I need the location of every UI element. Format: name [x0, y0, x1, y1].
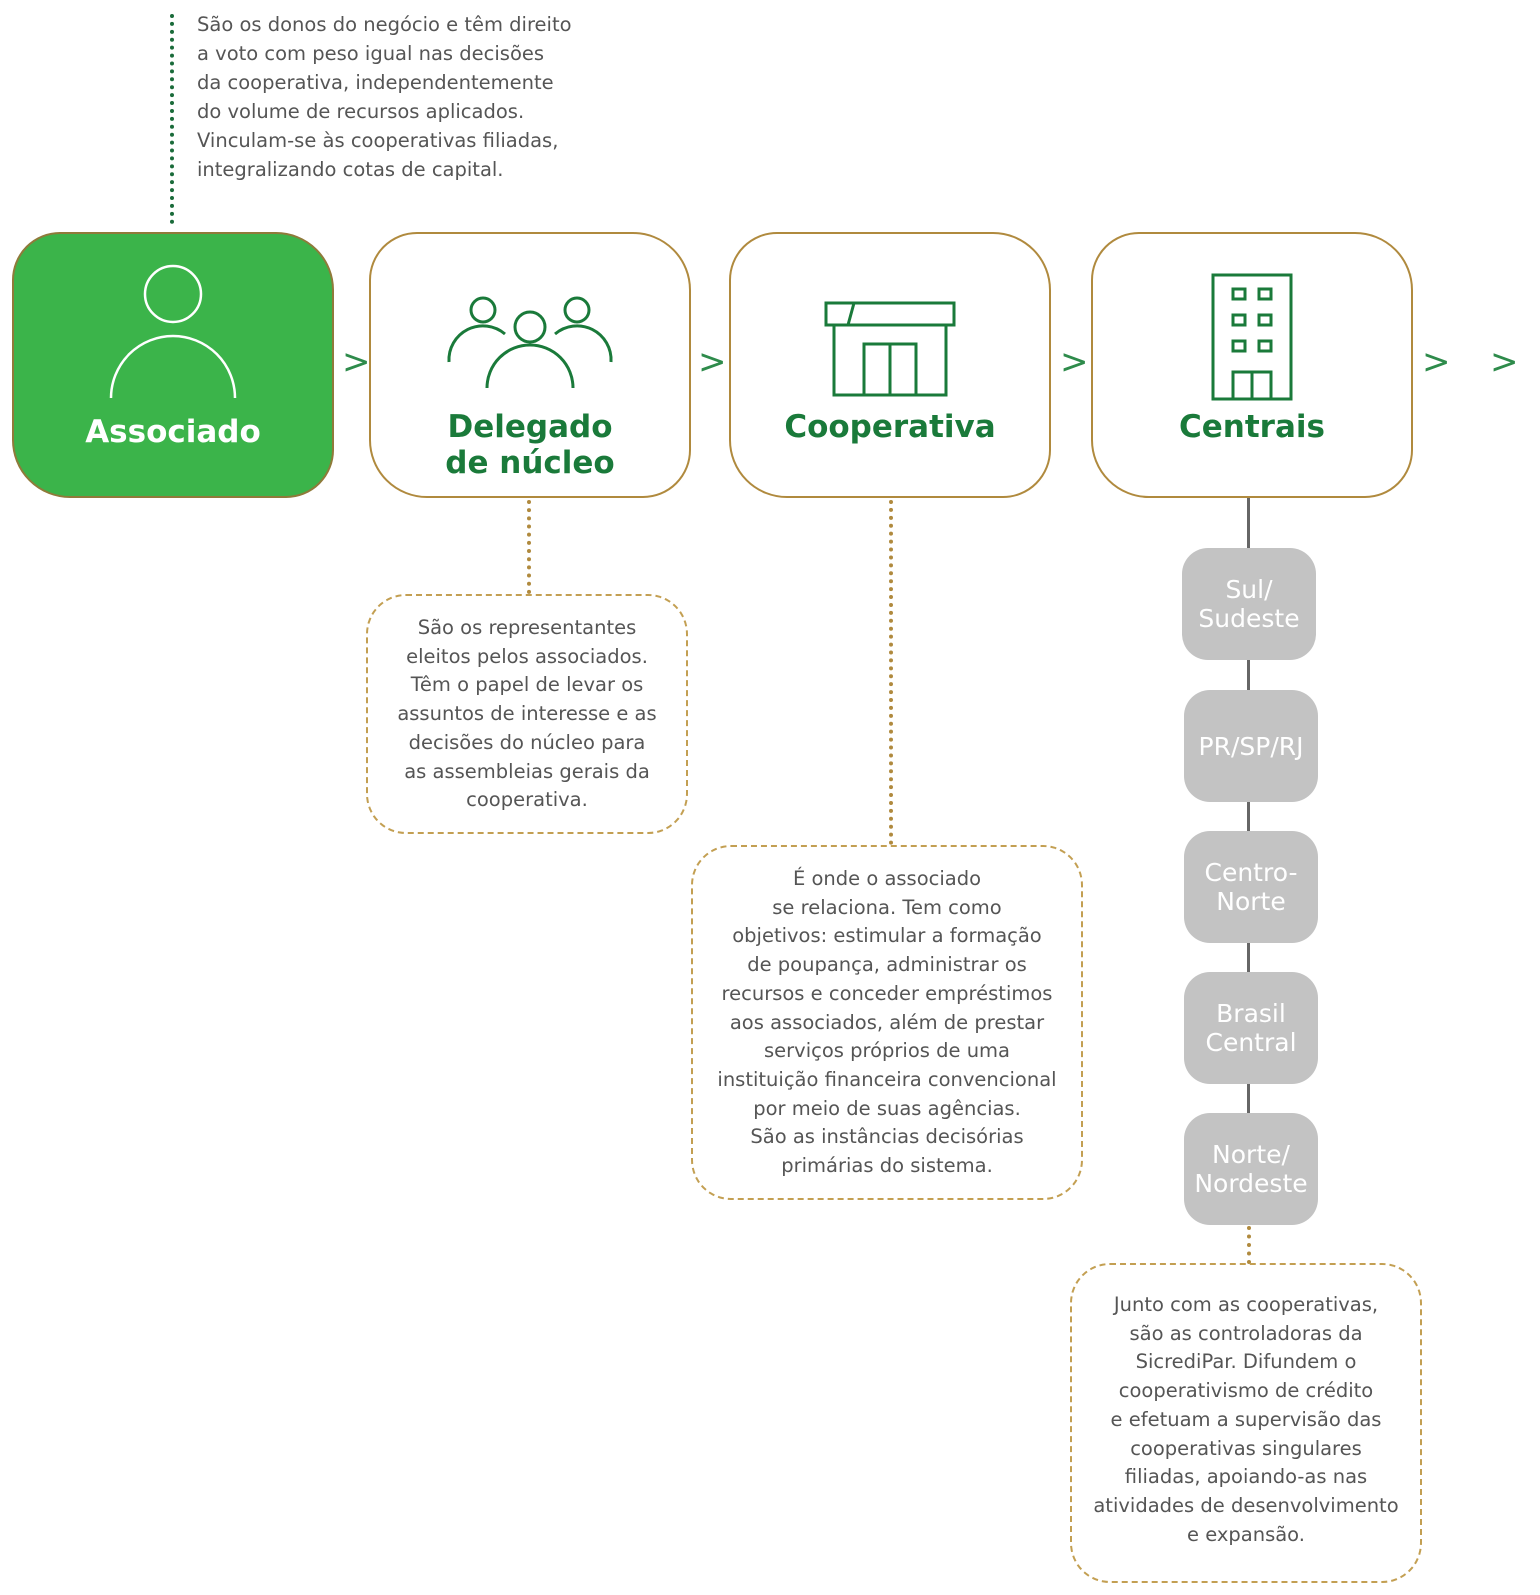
region-sul-sudeste[interactable]: Sul/ Sudeste [1182, 548, 1316, 660]
associado-dotted-connector [170, 14, 174, 224]
card-label-associado: Associado [85, 414, 261, 450]
region-centro-norte[interactable]: Centro- Norte [1184, 831, 1318, 943]
delegado-dotted-connector [527, 500, 531, 594]
flow-arrow-1: > [342, 342, 371, 382]
store-icon [824, 301, 956, 397]
flow-arrow-3: > [1060, 342, 1089, 382]
card-cooperativa[interactable]: Cooperativa [729, 232, 1051, 498]
delegado-note: São os representantes eleitos pelos asso… [366, 594, 688, 834]
centrais-note: Junto com as cooperativas, são as contro… [1070, 1263, 1422, 1583]
associado-description: São os donos do negócio e têm direito a … [197, 13, 572, 181]
card-centrais[interactable]: Centrais [1091, 232, 1413, 498]
person-icon [109, 264, 237, 399]
flow-arrow-4: > [1422, 342, 1451, 382]
flow-arrow-5: > [1490, 342, 1519, 382]
card-label-delegado: Delegado de núcleo [445, 409, 615, 481]
card-label-centrais: Centrais [1179, 409, 1325, 445]
region-brasil-central[interactable]: Brasil Central [1184, 972, 1318, 1084]
cooperativa-note: É onde o associado se relaciona. Tem com… [691, 845, 1083, 1200]
card-associado[interactable]: Associado [12, 232, 334, 498]
region-norte-nordeste[interactable]: Norte/ Nordeste [1184, 1113, 1318, 1225]
building-icon [1211, 273, 1293, 401]
flow-arrow-2: > [698, 342, 727, 382]
card-delegado[interactable]: Delegado de núcleo [369, 232, 691, 498]
group-icon [447, 296, 613, 389]
cooperativa-dotted-connector [889, 500, 893, 845]
regions-connector-line [1247, 498, 1250, 1118]
centrais-dotted-connector [1247, 1226, 1251, 1264]
region-pr-sp-rj[interactable]: PR/SP/RJ [1184, 690, 1318, 802]
card-label-cooperativa: Cooperativa [784, 409, 996, 445]
